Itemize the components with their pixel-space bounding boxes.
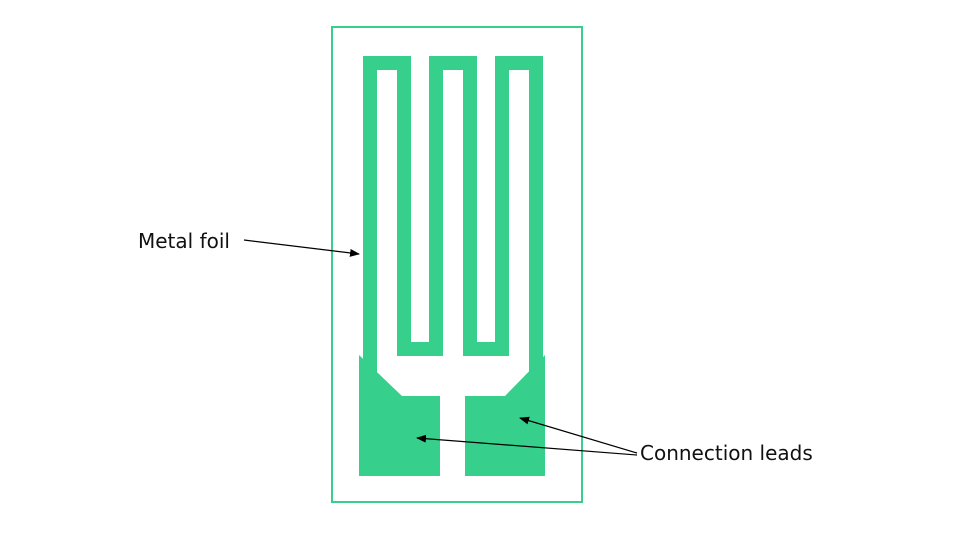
metal-foil-grid (363, 56, 543, 386)
metal-foil-arrow (243, 239, 360, 257)
connection-leads-label: Connection leads (640, 441, 813, 465)
connection-leads-arrow-right (519, 416, 638, 454)
metal-foil-label: Metal foil (138, 229, 230, 253)
connection-lead-left (359, 355, 440, 476)
connection-leads-arrow-left (416, 434, 638, 456)
